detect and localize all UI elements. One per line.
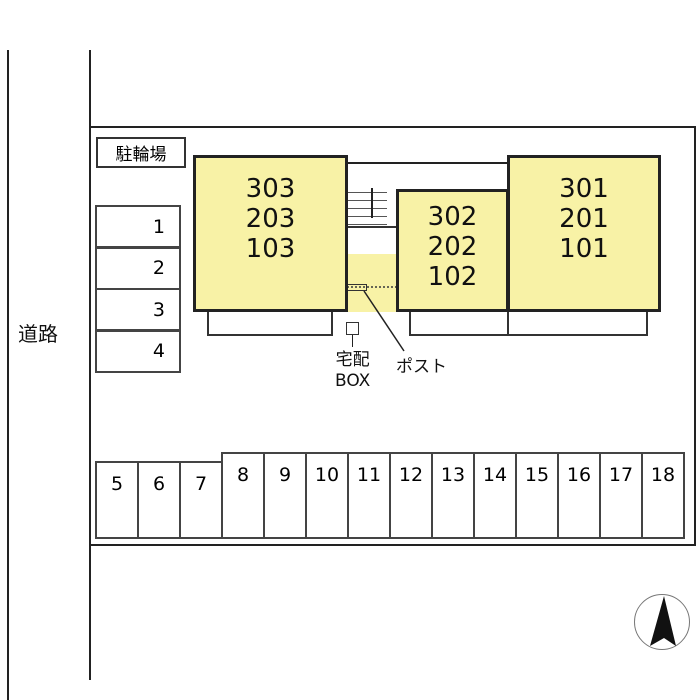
parking-slot: 15 bbox=[515, 452, 559, 539]
road-edge-line bbox=[7, 50, 9, 700]
leader-line bbox=[352, 335, 353, 347]
parking-slot: 14 bbox=[473, 452, 517, 539]
parking-slot: 12 bbox=[389, 452, 433, 539]
corridor-line bbox=[346, 162, 508, 164]
north-arrow-icon bbox=[650, 596, 676, 646]
delivery-box-icon bbox=[346, 322, 359, 335]
unit-number: 202 bbox=[427, 231, 478, 262]
unit-number: 103 bbox=[245, 233, 296, 264]
stairs bbox=[347, 186, 397, 228]
entrance-area bbox=[347, 254, 399, 312]
unit-number: 302 bbox=[427, 201, 478, 232]
parking-slot: 6 bbox=[137, 461, 181, 539]
parking-slot: 11 bbox=[347, 452, 391, 539]
parking-slot: 18 bbox=[641, 452, 685, 539]
balcony bbox=[507, 308, 648, 336]
unit-number: 102 bbox=[427, 261, 478, 292]
balcony bbox=[207, 308, 333, 336]
mailbox-leader-line bbox=[363, 290, 405, 352]
parking-slot: 17 bbox=[599, 452, 643, 539]
unit-number: 303 bbox=[245, 173, 296, 204]
unit-number: 201 bbox=[559, 203, 609, 234]
mailbox-label: ポスト bbox=[396, 357, 447, 377]
unit-number: 301 bbox=[559, 173, 609, 204]
parking-slot: 13 bbox=[431, 452, 475, 539]
parking-slot: 8 bbox=[221, 452, 265, 539]
bicycle-parking-label: 駐輪場 bbox=[96, 137, 186, 168]
bike-slot: 1 bbox=[95, 205, 181, 248]
bike-slot: 2 bbox=[95, 246, 181, 290]
lot-boundary bbox=[89, 126, 696, 546]
unit-number: 203 bbox=[245, 203, 296, 234]
road-label: 道路 bbox=[18, 322, 58, 346]
delivery-box-label: 宅配 BOX bbox=[335, 350, 370, 392]
delivery-box-label-line: 宅配 bbox=[335, 350, 370, 370]
parking-slot: 5 bbox=[95, 461, 139, 539]
unit-number: 101 bbox=[559, 233, 609, 264]
delivery-box-label-line: BOX bbox=[335, 371, 371, 391]
parking-slot: 16 bbox=[557, 452, 601, 539]
parking-slot: 7 bbox=[179, 461, 223, 539]
bike-slot: 4 bbox=[95, 329, 181, 373]
bike-slot: 3 bbox=[95, 288, 181, 331]
compass-circle bbox=[634, 594, 690, 650]
parking-slot: 9 bbox=[263, 452, 307, 539]
parking-slot: 10 bbox=[305, 452, 349, 539]
balcony bbox=[409, 308, 509, 336]
